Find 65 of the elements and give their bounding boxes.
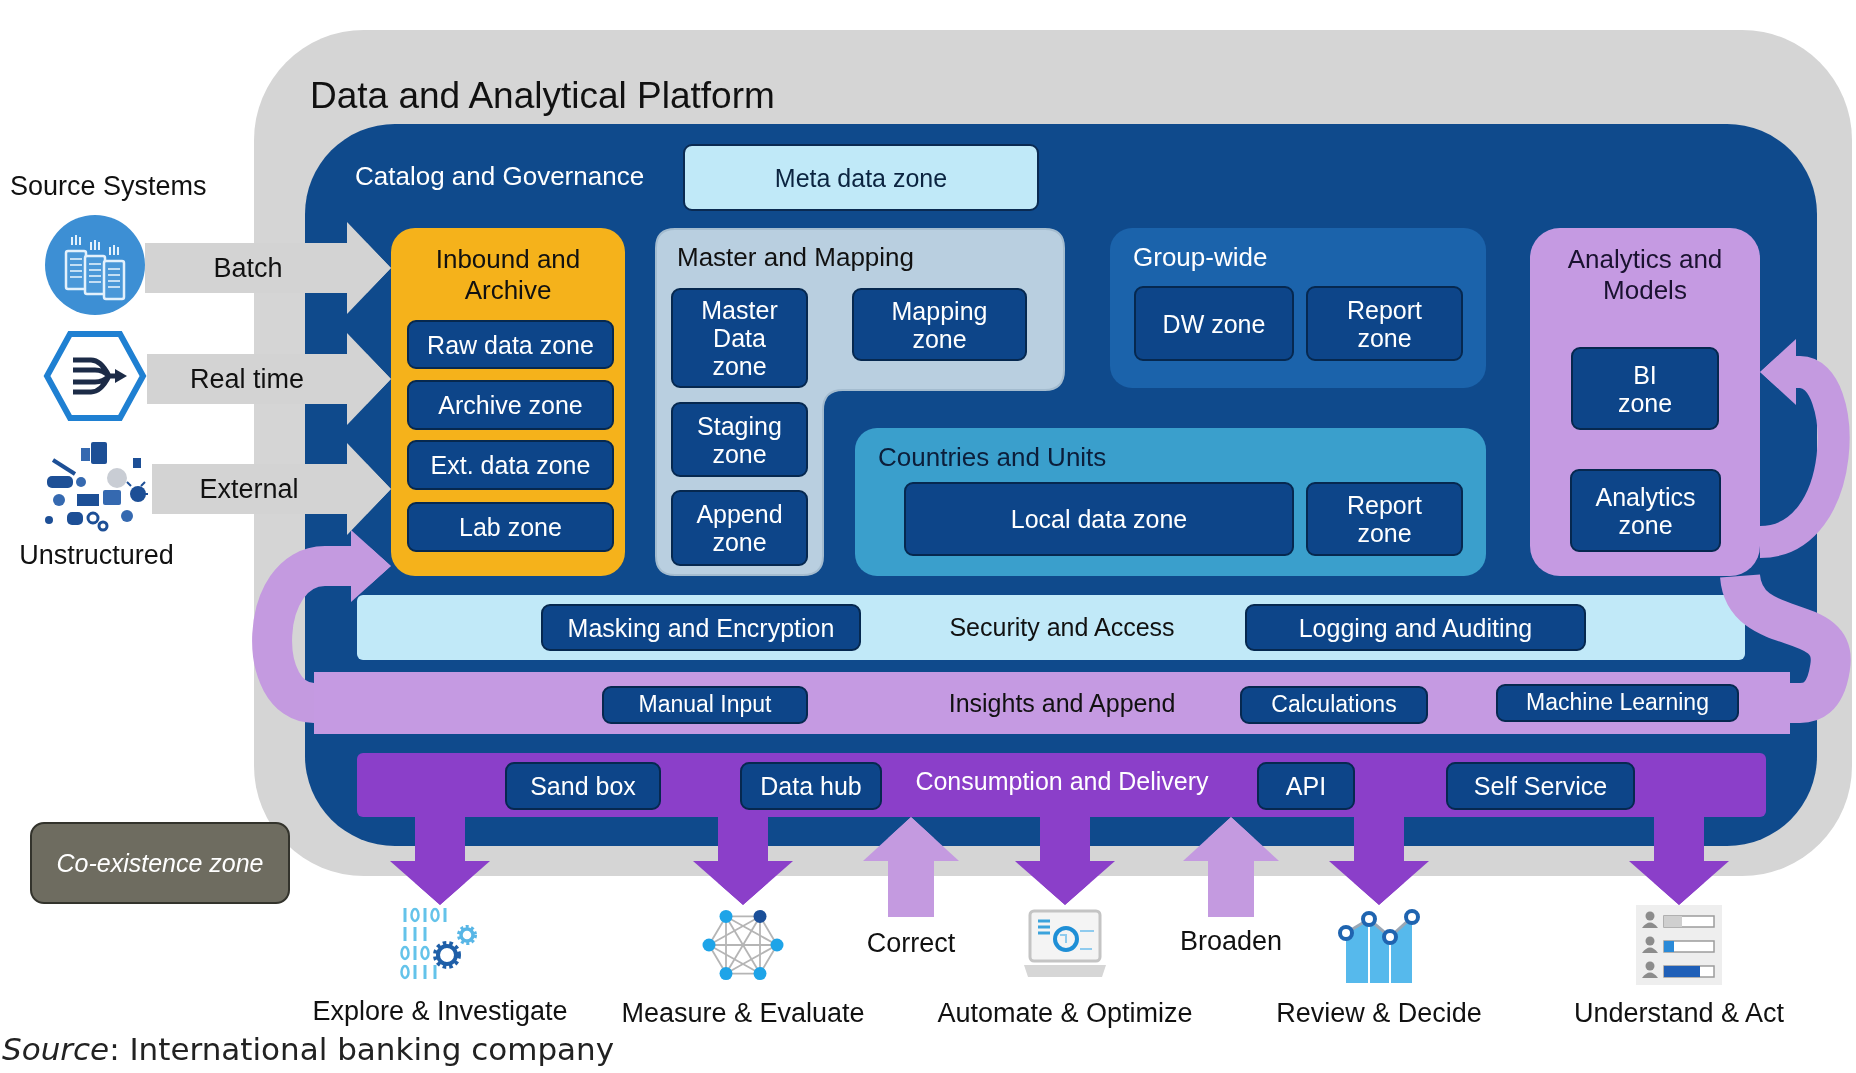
panel-heading: Inbound and Archive — [434, 244, 582, 307]
zone-box: Masking and Encryption — [541, 604, 861, 651]
panel-heading: Countries and Units — [878, 442, 1107, 474]
archive-panel — [391, 228, 625, 576]
panel-heading: Data and Analytical Platform — [310, 74, 775, 118]
zone-box: Calculations — [1240, 686, 1428, 724]
zone-box: Report zone — [1306, 286, 1463, 361]
edge-label: External — [199, 472, 299, 506]
zone-box: Ext. data zone — [407, 440, 614, 490]
source-caption: Source: International banking company — [2, 1031, 615, 1069]
zone-box: Mapping zone — [852, 288, 1027, 361]
delivery-band — [357, 753, 1766, 817]
zone-box: Staging zone — [671, 402, 808, 477]
countries-panel — [855, 428, 1486, 576]
band-connector — [1720, 571, 1851, 723]
block-arrow — [390, 817, 490, 905]
zone-box: DW zone — [1134, 286, 1294, 361]
zone-box: Self Service — [1446, 762, 1635, 810]
analytics-panel — [1530, 228, 1760, 576]
panel-heading: Group-wide — [1133, 242, 1268, 274]
band-title: Consumption and Delivery — [915, 766, 1209, 796]
block-arrow — [863, 817, 959, 917]
edge-label: Batch — [213, 251, 283, 285]
zone-box: Archive zone — [407, 380, 614, 430]
zone-box: Lab zone — [407, 502, 614, 552]
zone-box: Append zone — [671, 490, 808, 566]
edge-label: Broaden — [1179, 924, 1283, 958]
icon-caption: Review & Decide — [1276, 997, 1482, 1030]
zone-box: Master Data zone — [671, 288, 808, 388]
zone-box: Sand box — [505, 762, 661, 810]
edge-label: Correct — [866, 926, 956, 960]
edge-label: Real time — [190, 362, 304, 396]
security-band — [357, 595, 1745, 660]
icon-caption: Explore & Investigate — [312, 995, 568, 1028]
icon-caption: Unstructured — [19, 539, 174, 572]
zone-box: Logging and Auditing — [1245, 604, 1586, 651]
block-arrow — [1183, 817, 1279, 917]
block-arrow — [1015, 817, 1115, 905]
loop-arrow — [1757, 339, 1850, 558]
icon-caption: Measure & Evaluate — [621, 997, 865, 1030]
band-title: Insights and Append — [948, 688, 1176, 718]
block-arrow — [1329, 817, 1429, 905]
group-panel — [1110, 228, 1486, 388]
zone-box: Machine Learning — [1496, 684, 1739, 722]
zone-box: Manual Input — [602, 686, 808, 724]
icon-caption: Understand & Act — [1573, 997, 1785, 1030]
zone-box: Local data zone — [904, 482, 1294, 556]
zone-box: Meta data zone — [683, 144, 1039, 211]
governance-panel — [305, 124, 1817, 846]
zone-box: Analytics zone — [1570, 469, 1721, 552]
zone-box: Data hub — [740, 762, 882, 810]
block-arrow — [693, 817, 793, 905]
icon-caption: Automate & Optimize — [937, 997, 1193, 1030]
zone-box: Raw data zone — [407, 320, 614, 369]
zone-box: API — [1257, 762, 1355, 810]
section-heading: Source Systems — [10, 170, 207, 203]
panel-heading: Analytics and Models — [1566, 244, 1724, 307]
band-title: Security and Access — [949, 612, 1175, 642]
zone-box: BI zone — [1571, 347, 1719, 430]
zone-box: Co-existence zone — [30, 822, 290, 904]
block-arrow — [1629, 817, 1729, 905]
panel-heading: Catalog and Governance — [355, 161, 645, 193]
curved-arrow — [252, 530, 391, 723]
zone-box: Report zone — [1306, 482, 1463, 556]
panel-heading: Master and Mapping — [677, 242, 915, 274]
